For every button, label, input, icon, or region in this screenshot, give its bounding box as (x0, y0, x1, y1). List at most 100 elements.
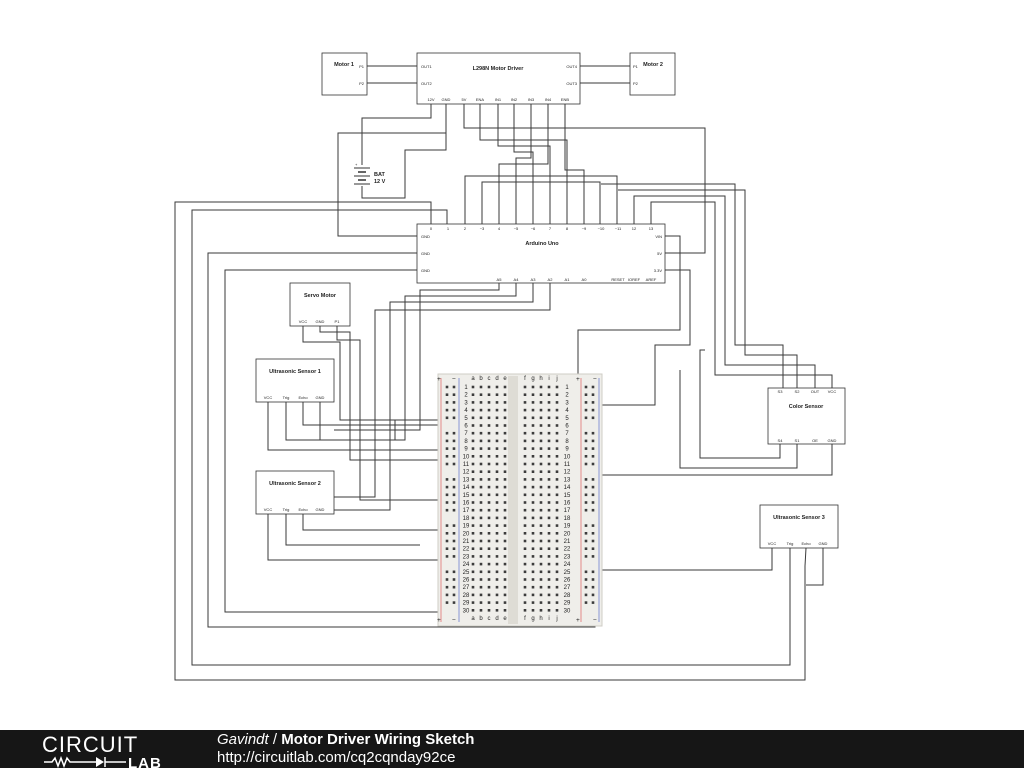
power-rail-hole[interactable] (445, 416, 449, 420)
breadboard-hole[interactable] (547, 493, 551, 497)
breadboard-hole[interactable] (547, 609, 551, 612)
breadboard-hole[interactable] (539, 393, 543, 396)
power-rail-hole[interactable] (445, 485, 449, 489)
breadboard-hole[interactable] (487, 609, 491, 612)
breadboard-hole[interactable] (503, 462, 507, 466)
breadboard-hole[interactable] (479, 555, 483, 558)
breadboard-hole[interactable] (531, 393, 535, 396)
power-rail-hole[interactable] (584, 408, 588, 412)
breadboard-hole[interactable] (495, 431, 499, 435)
power-rail-hole[interactable] (584, 585, 588, 589)
breadboard-hole[interactable] (523, 539, 527, 543)
breadboard-hole[interactable] (495, 532, 499, 535)
breadboard-hole[interactable] (531, 424, 535, 427)
breadboard-hole[interactable] (523, 393, 527, 396)
breadboard-hole[interactable] (487, 447, 491, 450)
breadboard-hole[interactable] (539, 547, 543, 550)
breadboard-hole[interactable] (471, 447, 475, 450)
breadboard-hole[interactable] (479, 585, 483, 589)
power-rail-hole[interactable] (591, 385, 595, 389)
power-rail-hole[interactable] (584, 539, 588, 543)
breadboard-hole[interactable] (523, 385, 527, 389)
breadboard-hole[interactable] (471, 547, 475, 550)
breadboard-hole[interactable] (479, 609, 483, 612)
breadboard-hole[interactable] (479, 570, 483, 574)
breadboard-hole[interactable] (503, 578, 507, 581)
breadboard-hole[interactable] (531, 562, 535, 566)
breadboard-hole[interactable] (555, 431, 559, 435)
breadboard-hole[interactable] (503, 524, 507, 527)
breadboard-hole[interactable] (547, 455, 551, 458)
power-rail-hole[interactable] (591, 431, 595, 435)
power-rail-hole[interactable] (445, 570, 449, 574)
breadboard-hole[interactable] (503, 539, 507, 543)
breadboard-hole[interactable] (531, 524, 535, 527)
power-rail-hole[interactable] (591, 416, 595, 420)
breadboard-hole[interactable] (547, 439, 551, 443)
schematic-url[interactable]: http://circuitlab.com/cq2cqnday92ce (217, 749, 456, 766)
breadboard-hole[interactable] (487, 408, 491, 412)
breadboard-hole[interactable] (503, 593, 507, 597)
breadboard-hole[interactable] (495, 524, 499, 527)
breadboard-hole[interactable] (523, 431, 527, 435)
power-rail-hole[interactable] (591, 393, 595, 396)
power-rail-hole[interactable] (591, 547, 595, 550)
breadboard-hole[interactable] (523, 524, 527, 527)
breadboard-hole[interactable] (495, 562, 499, 566)
breadboard-hole[interactable] (495, 547, 499, 550)
power-rail-hole[interactable] (445, 447, 449, 450)
breadboard-hole[interactable] (503, 508, 507, 512)
breadboard-hole[interactable] (555, 555, 559, 558)
breadboard-hole[interactable] (495, 539, 499, 543)
power-rail-hole[interactable] (452, 493, 456, 497)
power-rail-hole[interactable] (584, 547, 588, 550)
breadboard-hole[interactable] (479, 470, 483, 473)
power-rail-hole[interactable] (452, 570, 456, 574)
power-rail-hole[interactable] (584, 447, 588, 450)
breadboard-hole[interactable] (479, 501, 483, 504)
power-rail-hole[interactable] (445, 385, 449, 389)
breadboard-hole[interactable] (523, 532, 527, 535)
breadboard-hole[interactable] (487, 416, 491, 420)
breadboard-hole[interactable] (555, 562, 559, 566)
breadboard-hole[interactable] (479, 393, 483, 396)
power-rail-hole[interactable] (584, 416, 588, 420)
power-rail-hole[interactable] (584, 601, 588, 604)
breadboard-hole[interactable] (531, 593, 535, 597)
breadboard-hole[interactable] (555, 416, 559, 420)
breadboard-hole[interactable] (503, 416, 507, 420)
breadboard-hole[interactable] (547, 416, 551, 420)
breadboard-hole[interactable] (523, 547, 527, 550)
breadboard-hole[interactable] (531, 516, 535, 520)
breadboard-hole[interactable] (471, 424, 475, 427)
breadboard-hole[interactable] (523, 424, 527, 427)
power-rail-hole[interactable] (591, 524, 595, 527)
breadboard-hole[interactable] (547, 570, 551, 574)
breadboard-hole[interactable] (479, 401, 483, 404)
power-rail-hole[interactable] (591, 508, 595, 512)
breadboard-hole[interactable] (531, 578, 535, 581)
breadboard-hole[interactable] (495, 470, 499, 473)
breadboard-hole[interactable] (555, 447, 559, 450)
breadboard-hole[interactable] (539, 524, 543, 527)
breadboard-hole[interactable] (523, 485, 527, 489)
breadboard-hole[interactable] (471, 462, 475, 466)
breadboard-hole[interactable] (547, 578, 551, 581)
breadboard-hole[interactable] (555, 470, 559, 473)
breadboard-hole[interactable] (495, 401, 499, 404)
power-rail-hole[interactable] (584, 578, 588, 581)
breadboard-hole[interactable] (503, 478, 507, 481)
breadboard-hole[interactable] (479, 478, 483, 481)
power-rail-hole[interactable] (591, 401, 595, 404)
breadboard-hole[interactable] (539, 516, 543, 520)
breadboard-hole[interactable] (487, 593, 491, 597)
power-rail-hole[interactable] (591, 570, 595, 574)
breadboard-hole[interactable] (547, 585, 551, 589)
breadboard-hole[interactable] (471, 485, 475, 489)
breadboard-hole[interactable] (523, 470, 527, 473)
breadboard-hole[interactable] (471, 601, 475, 604)
breadboard-hole[interactable] (503, 501, 507, 504)
breadboard-hole[interactable] (555, 501, 559, 504)
breadboard-hole[interactable] (487, 501, 491, 504)
breadboard-hole[interactable] (479, 424, 483, 427)
